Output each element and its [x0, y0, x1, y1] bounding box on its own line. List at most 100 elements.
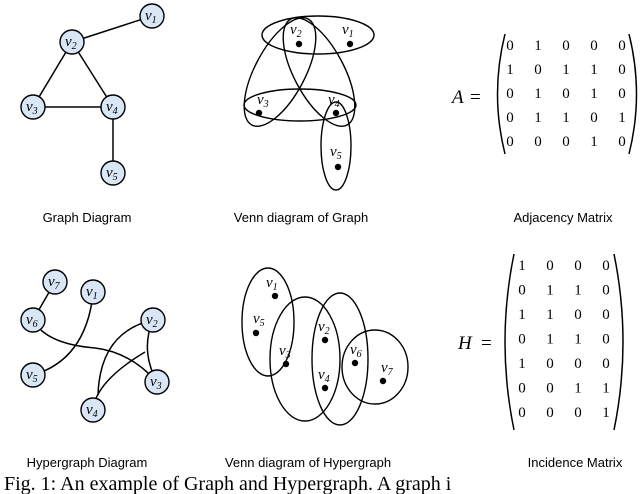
venn-hyper-dot-v3	[282, 360, 290, 368]
vertex-subscript: 3	[32, 106, 38, 117]
graph-edge-v2-v4	[71, 41, 114, 108]
graph-node-v2-circle	[59, 29, 85, 55]
vertex-subscript: 2	[325, 326, 330, 337]
vertex-letter: v	[48, 274, 55, 290]
adjacency-cell: 1	[590, 134, 598, 150]
graph-node-v5-label: v5	[106, 165, 118, 183]
graph-node-v3: v3	[20, 94, 46, 120]
hyper-node-v3: v3	[144, 369, 170, 395]
vertex-letter: v	[26, 367, 33, 383]
adjacency-cell: 1	[562, 110, 570, 126]
venn-graph-label-v5: v5	[330, 144, 342, 162]
venn-hyper-dot-v1	[271, 292, 279, 300]
graph-node-v2: v2	[59, 29, 85, 55]
hyper-node-v6-label: v6	[26, 312, 38, 330]
vertex-subscript: 6	[357, 349, 362, 360]
hyper-node-v3-label: v3	[150, 374, 162, 392]
adjacency-cell: 0	[618, 86, 626, 102]
vertex-letter: v	[257, 92, 264, 108]
graph-edge-v1-v2	[71, 15, 153, 43]
venn-graph: v2 v1 v3 v4 v5 Venn diagram of Graph	[234, 15, 375, 225]
vertex-letter: v	[266, 275, 273, 291]
vertex-letter: v	[145, 8, 152, 24]
hyper-node-v2-circle	[140, 307, 166, 333]
incidence-cell: 1	[518, 356, 526, 372]
adjacency-cell: 0	[534, 62, 542, 78]
incidence-cell: 0	[602, 332, 610, 348]
venn-hyper-point-v3: v3	[279, 343, 291, 368]
graph-diagram: v1 v2 v3 v4 v5 Graph Diagram	[20, 3, 165, 225]
vertex-subscript: 4	[93, 409, 98, 420]
graph-node-v1-label: v1	[145, 8, 157, 26]
vertex-subscript: 3	[263, 99, 269, 110]
graph-node-v5-circle	[100, 160, 126, 186]
hyper-node-v2-label: v2	[146, 312, 158, 330]
adjacency-cell: 0	[618, 134, 626, 150]
vertex-letter: v	[26, 312, 33, 328]
vertex-letter: v	[253, 311, 260, 327]
venn-hyper-label-v5: v5	[253, 311, 265, 329]
graph-node-v1-circle	[139, 3, 165, 29]
incidence-cell: 1	[574, 283, 582, 299]
adjacency-right-paren	[628, 33, 638, 155]
vertex-subscript: 5	[33, 374, 38, 385]
venn-hypergraph: v1 v5 v2 v3 v4 v6 v7 Venn diagram of Hyp…	[225, 267, 409, 470]
adjacency-cell: 1	[590, 62, 598, 78]
adjacency-cell: 0	[506, 38, 514, 54]
vertex-letter: v	[342, 22, 349, 38]
incidence-cell: 0	[518, 283, 526, 299]
adjacency-cell: 0	[562, 86, 570, 102]
graph-node-v4: v4	[100, 94, 126, 120]
incidence-cell: 0	[546, 356, 554, 372]
graph-node-v5: v5	[100, 160, 126, 186]
adjacency-cell: 0	[618, 62, 626, 78]
vertex-subscript: 5	[260, 318, 265, 329]
adjacency-cell: 0	[618, 38, 626, 54]
incidence-cell: 0	[518, 405, 526, 421]
venn-hyper-point-v4: v4	[318, 367, 330, 392]
venn-hyper-point-v6: v6	[350, 342, 362, 367]
caption-incidence: Incidence Matrix	[528, 455, 623, 470]
graph-node-v1: v1	[139, 3, 165, 29]
venn-graph-label-v2: v2	[290, 22, 302, 40]
incidence-cell: 1	[546, 283, 554, 299]
incidence-cell: 0	[546, 381, 554, 397]
incidence-cell: 0	[574, 356, 582, 372]
vertex-letter: v	[86, 284, 93, 300]
vertex-letter: v	[279, 343, 286, 359]
caption-hypergraph: Hypergraph Diagram	[27, 455, 148, 470]
incidence-cell: 1	[574, 381, 582, 397]
incidence-cell: 0	[518, 332, 526, 348]
venn-graph-dot-v2	[295, 40, 303, 48]
hyperedge-v1-v5	[32, 294, 94, 376]
venn-graph-point-v3: v3	[255, 92, 269, 117]
venn-graph-dot-v1	[346, 40, 354, 48]
hyper-node-v7-circle	[42, 269, 68, 295]
venn-graph-label-v4: v4	[328, 92, 340, 110]
hyper-node-v5: v5	[20, 362, 46, 388]
hyper-node-v5-circle	[20, 362, 46, 388]
vertex-subscript: 1	[273, 282, 278, 293]
adjacency-cell: 0	[562, 38, 570, 54]
hyper-node-v1-label: v1	[86, 284, 98, 302]
hypergraph-diagram: v7 v1 v6 v2 v5 v3 v4 Hypergraph Diagram	[20, 269, 170, 470]
incidence-cell: 0	[574, 258, 582, 274]
venn-hyper-point-v2: v2	[318, 319, 330, 344]
vertex-subscript: 5	[113, 172, 118, 183]
vertex-subscript: 1	[152, 15, 157, 26]
vertex-subscript: 3	[285, 350, 291, 361]
hyper-node-v3-circle	[144, 369, 170, 395]
incidence-cell: 1	[546, 332, 554, 348]
hyper-node-v4-circle	[80, 397, 106, 423]
graph-node-v4-circle	[100, 94, 126, 120]
caption-graph-diagram: Graph Diagram	[43, 210, 132, 225]
adjacency-cell: 1	[534, 38, 542, 54]
vertex-subscript: 2	[153, 319, 158, 330]
incidence-cell: 0	[518, 381, 526, 397]
hyper-node-v6: v6	[20, 307, 46, 333]
venn-graph-dot-v3	[255, 109, 263, 117]
adjacency-symbol: A	[450, 87, 464, 108]
